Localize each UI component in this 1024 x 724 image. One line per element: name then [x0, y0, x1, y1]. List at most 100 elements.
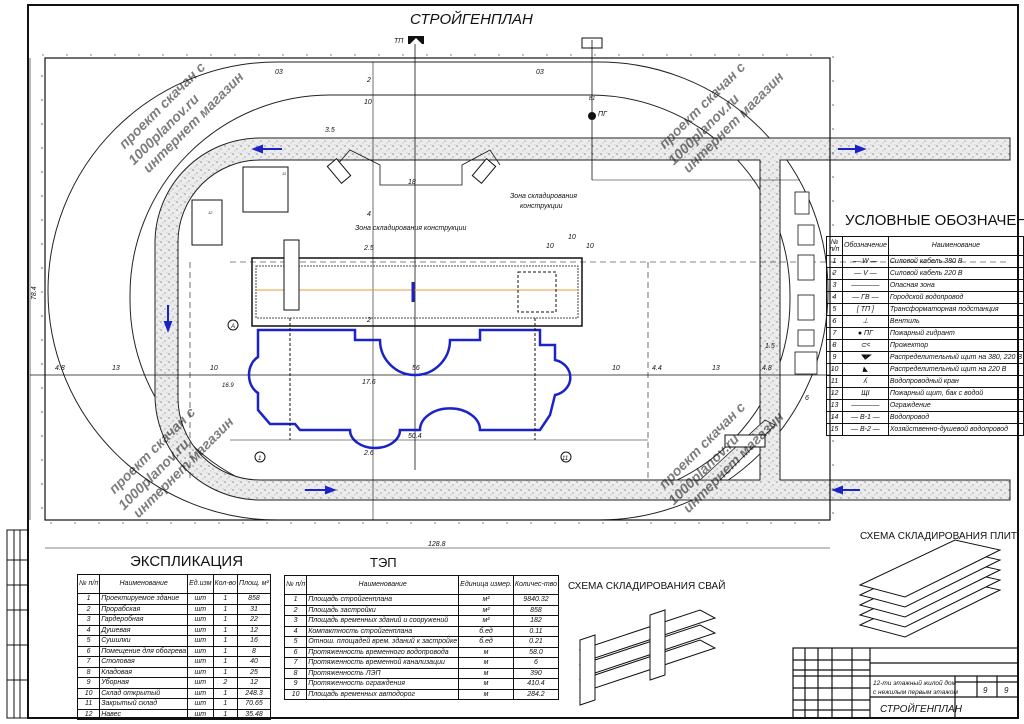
crane-rails [255, 265, 579, 319]
dim: 128.8 [428, 541, 446, 548]
legend-cell-name: Опасная зона [887, 279, 1024, 292]
legend-cell-name: Пожарный щит, бак с водой [887, 387, 1024, 400]
project-name-line2: с нежилым первым этажом [873, 689, 958, 696]
tep-cell-name: Компактность стройгенплана [306, 625, 460, 637]
legend-cell-sym: ⊂< [841, 339, 889, 352]
tep-cell-n: 1 [283, 594, 308, 606]
tep-cell-val: 0.21 [512, 636, 560, 648]
legend-row: 6⊥Вентиль [826, 315, 1024, 328]
explication-cell-qty: 1 [212, 656, 239, 668]
crane-left [283, 239, 300, 311]
explication-cell-name: Гардеробная [99, 614, 189, 626]
hydrant-icon [588, 112, 596, 120]
dim: 10 [568, 234, 576, 241]
legend-cell-n: 11 [826, 375, 843, 388]
explication-cell-n: 1 [76, 593, 101, 605]
tep-cell-val: 390 [512, 667, 560, 679]
axis-11-marker [560, 451, 572, 463]
dim: 2 [366, 77, 371, 84]
explication-cell-qty: 1 [212, 698, 239, 710]
explication-cell-unit: шт [187, 656, 214, 668]
tep-cell-name: Площадь временных автодорог [306, 688, 460, 700]
dim: 10 [612, 365, 620, 372]
dim: 50.4 [408, 433, 422, 440]
tep-cell-name: Площадь временных зданий и сооружений [306, 615, 460, 627]
dim: 56 [412, 365, 420, 372]
axis-1-label: 1 [258, 456, 261, 462]
legend-header: № п/п [826, 236, 843, 256]
explication-cell-unit: шт [187, 687, 214, 699]
legend-title: УСЛОВНЫЕ ОБОЗНАЧЕНИЯ [845, 212, 1024, 229]
explication-cell-name: Столовая [99, 656, 189, 668]
explication-cell-qty: 1 [212, 708, 239, 720]
project-name-line1: 12-ти этажный жилой дом [873, 679, 957, 687]
drawing-title: СТРОЙГЕНПЛАН [410, 11, 533, 28]
legend-cell-n: 13 [826, 399, 843, 412]
explication-cell-unit: шт [187, 708, 214, 720]
legend-cell-name: Водопроводный кран [887, 375, 1024, 388]
tep-cell-n: 9 [283, 678, 308, 690]
legend-cell-name: Распределительный щит на 220 В [887, 363, 1024, 376]
explication-cell-qty: 1 [212, 687, 239, 699]
dim: 03 [275, 69, 283, 76]
legend-row: 9◥◤Распределительный щит на 380, 220 В [826, 351, 1024, 364]
legend-cell-n: 6 [826, 315, 843, 328]
dim: 03 [536, 69, 544, 76]
tep-cell-n: 5 [283, 636, 308, 648]
explication-cell-n: 9 [76, 677, 101, 689]
dim: 2.6 [363, 450, 374, 457]
sheet-title: СТРОЙГЕНПЛАН [880, 702, 963, 715]
explication-cell-name: Помещение для обогрева [99, 645, 189, 657]
legend-cell-sym: — В-2 — [841, 423, 889, 436]
dim: 4 [367, 211, 371, 218]
axis-11-label: 11 [562, 456, 568, 462]
explication-cell-n: 2 [76, 603, 101, 615]
explication-cell-qty: 1 [212, 645, 239, 657]
tep-cell-unit: м² [458, 604, 514, 616]
tep-cell-unit: м² [458, 594, 514, 606]
legend-cell-sym: ◣ [841, 363, 889, 376]
dim: 2.5 [363, 245, 374, 252]
tep-header: Наименование [306, 575, 460, 595]
building-11 [242, 166, 289, 213]
explication-table: № п/п Наименование Ед.изм Кол-во Площ. м… [76, 574, 271, 720]
tep-cell-n: 6 [283, 646, 308, 658]
tep-cell-name: Площадь стройгенплана [306, 594, 460, 606]
dim: 13 [712, 365, 720, 372]
explication-cell-unit: шт [187, 614, 214, 626]
storage-zone2-label2: конструкции [520, 203, 563, 210]
tep-cell-unit: м [458, 646, 514, 658]
tep-cell-unit: м [458, 657, 514, 669]
legend-cell-sym: — W — [841, 255, 889, 268]
legend-row: 5[ ТП ]Трансформаторная подстанция [826, 303, 1024, 316]
explication-cell-name: Уборная [99, 677, 189, 689]
legend-row: 4— ГВ —Городской водопровод [826, 291, 1024, 304]
dim: 3.5 [325, 127, 335, 134]
plate-storage-scheme [858, 539, 1002, 638]
explication-cell-name: Закрытый склад [99, 698, 189, 710]
pile-storage-scheme [578, 609, 717, 706]
dim: 4.4 [652, 365, 662, 372]
explication-cell-n: 5 [76, 635, 101, 647]
legend-cell-n: 1 [826, 255, 843, 268]
legend-cell-n: 3 [826, 279, 843, 292]
tep-cell-val: 284.2 [512, 688, 560, 700]
tep-cell-name: Отнош. площадей врем. зданий к застройке [306, 636, 460, 648]
tep-header: № п/п [283, 575, 308, 595]
dim: 10 [586, 243, 594, 250]
tep-title: ТЭП [370, 555, 397, 570]
legend-cell-name: Силовой кабель 220 В [887, 267, 1024, 280]
tep-cell-n: 8 [283, 667, 308, 679]
explication-cell-area: 8 [237, 645, 271, 657]
explication-cell-n: 3 [76, 614, 101, 626]
dim: 18 [408, 179, 416, 186]
explication-cell-unit: шт [187, 593, 214, 605]
explication-cell-name: Склад открытый [99, 687, 189, 699]
